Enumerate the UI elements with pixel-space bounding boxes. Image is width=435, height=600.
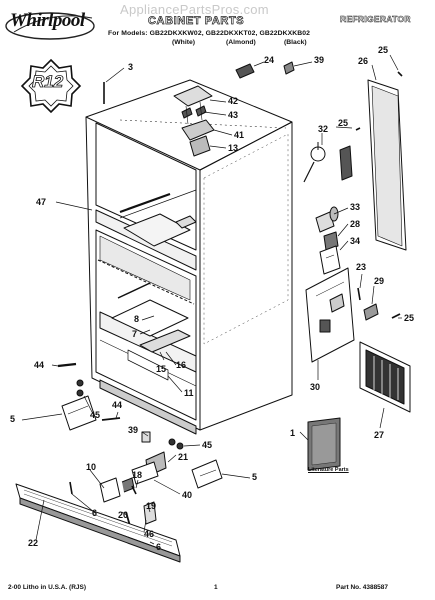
callout-19: 19: [146, 501, 157, 511]
callout-43: 43: [228, 110, 239, 120]
top-hinge-parts: [173, 85, 215, 157]
callout-18: 18: [132, 470, 143, 480]
brand-logo: [4, 6, 96, 46]
callout-24: 24: [264, 55, 275, 65]
literature-parts-label: Literature Parts: [308, 467, 349, 473]
callout-34: 34: [350, 236, 361, 246]
callout-13: 13: [228, 143, 239, 153]
callout-25: 25: [378, 45, 389, 55]
callout-21: 21: [178, 452, 189, 462]
callout-25b: 25: [338, 118, 349, 128]
callout-30: 30: [310, 382, 321, 392]
screw-23: [357, 287, 361, 301]
page-title: CABINET PARTS: [148, 15, 245, 28]
r12-badge-icon: [20, 58, 82, 114]
parts-33-28-34: [315, 206, 341, 275]
callout-41: 41: [234, 130, 245, 140]
part-24: [235, 63, 255, 79]
callout-10: 10: [86, 462, 97, 472]
callout-6: 6: [92, 508, 98, 518]
callout-5: 5: [10, 414, 16, 424]
callout-42: 42: [228, 96, 239, 106]
footer-page-number: 1: [214, 584, 218, 591]
footer-print-info: 2-00 Litho in U.S.A. (RJS): [8, 584, 87, 591]
screw-44a: [57, 362, 77, 368]
callout-25c: 25: [404, 313, 415, 323]
callout-27: 27: [374, 430, 385, 440]
part-22-toe-grille: [15, 483, 181, 563]
models-line: For Models: GB22DKXKW02, GB22DKXKT02, GB…: [108, 30, 311, 37]
callout-8: 8: [134, 314, 140, 324]
callout-3: 3: [128, 62, 134, 72]
callout-11: 11: [184, 388, 194, 398]
middle-lower-parts: [69, 431, 223, 547]
callout-39: 39: [314, 55, 325, 65]
color-black: (Black): [284, 39, 307, 46]
callout-15: 15: [156, 364, 167, 374]
part-5a-hinge: [61, 395, 97, 431]
callout-40: 40: [182, 490, 193, 500]
callout-32: 32: [318, 124, 329, 134]
watermark: AppliancePartsPros.com: [120, 2, 269, 17]
cabinet-shell: [85, 79, 293, 435]
callout-45b: 45: [202, 440, 213, 450]
callout-46: 46: [144, 529, 155, 539]
callout-16: 16: [176, 360, 187, 370]
callout-39b: 39: [128, 425, 139, 435]
part-32: [303, 127, 361, 183]
part-29: [363, 303, 379, 321]
callout-20: 20: [118, 510, 129, 520]
callout-44: 44: [34, 360, 45, 370]
part-26-panel: [367, 71, 407, 251]
r12-badge-text: R12: [32, 72, 64, 92]
callout-47: 47: [36, 197, 47, 207]
callout-1: 1: [290, 428, 296, 438]
callout-45: 45: [90, 410, 101, 420]
literature-book: [307, 417, 341, 471]
callout-23: 23: [356, 262, 367, 272]
callout-29: 29: [374, 276, 385, 286]
leader-lines: [21, 54, 402, 545]
callout-44b: 44: [112, 400, 123, 410]
screw-25c: [391, 313, 401, 319]
callout-5b: 5: [252, 472, 258, 482]
part-27-grille: [359, 341, 411, 413]
callout-7: 7: [132, 329, 138, 339]
callout-6b: 6: [156, 542, 162, 552]
color-white: (White): [172, 39, 196, 46]
category-label: REFRIGERATOR: [340, 14, 411, 25]
footer-part-number: Part No. 4388587: [336, 584, 389, 591]
part-45a: [76, 379, 84, 397]
part-39-top: [283, 61, 295, 75]
logo-swoosh: [5, 12, 95, 40]
callout-26: 26: [358, 56, 369, 66]
callout-28: 28: [350, 219, 361, 229]
callout-33: 33: [350, 202, 361, 212]
callout-22: 22: [28, 538, 39, 548]
color-almond: (Almond): [226, 39, 256, 46]
screw-44b: [101, 417, 121, 421]
brand-name: Whirlpool: [10, 10, 85, 31]
part-30-bracket: [305, 267, 355, 363]
